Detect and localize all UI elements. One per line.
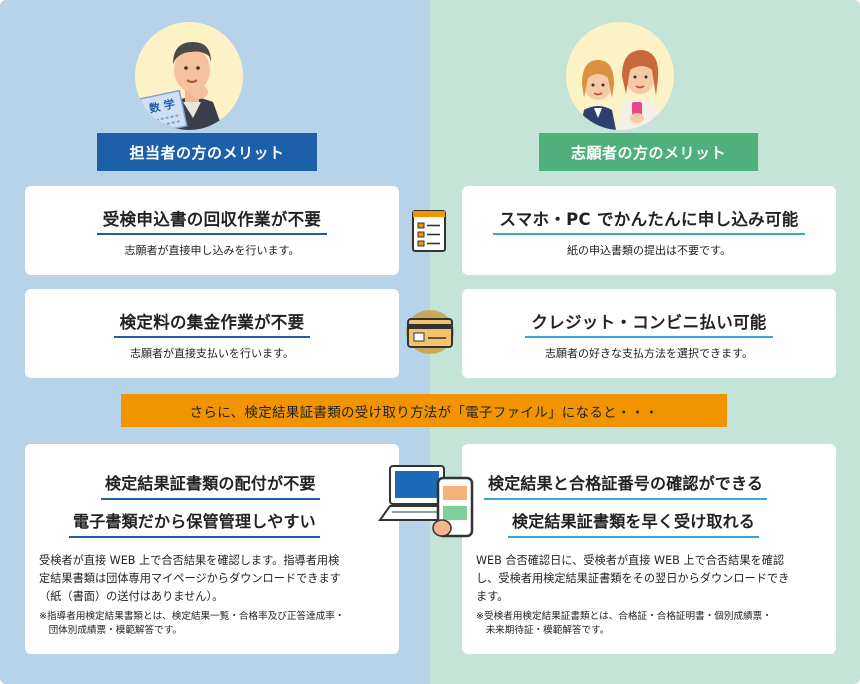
teacher-result-card: 検定結果証書類の配付が不要 電子書類だから保管管理しやすい 受検者が直接 WEB… [25, 444, 399, 654]
result-title-1: 検定結果証書類の配付が不要 [101, 470, 320, 500]
application-form-icon [410, 208, 448, 254]
card-subtitle: 紙の申込書類の提出は不要です。 [567, 244, 731, 257]
electronic-file-banner: さらに、検定結果証書類の受け取り方法が「電子ファイル」になると・・・ [121, 394, 727, 427]
applicant-result-card: 検定結果と合格証番号の確認ができる 検定結果証書類を早く受け取れる WEB 合否… [462, 444, 836, 654]
card-title: クレジット・コンビニ払い可能 [525, 309, 773, 338]
result-title-1: 検定結果と合格証番号の確認ができる [484, 470, 768, 500]
card-subtitle: 志願者の好きな支払方法を選択できます。 [545, 347, 753, 360]
result-body: 受検者が直接 WEB 上で合否結果を確認します。指導者用検 定結果書類は団体専用… [39, 554, 341, 603]
result-body: WEB 合否確認日に、受検者が直接 WEB 上で合否結果を確認 し、受検者用検定… [476, 554, 790, 603]
merit-card-fee-collection: 検定料の集金作業が不要 志願者が直接支払いを行います。 [25, 289, 399, 378]
result-title-2: 電子書類だから保管管理しやすい [69, 508, 320, 538]
merit-card-collection: 受検申込書の回収作業が不要 志願者が直接申し込みを行います。 [25, 186, 399, 275]
result-note: ※受検者用検定結果証書類とは、合格証・合格証明書・個別成績票・ 未来期待証・模範… [476, 611, 772, 636]
result-title-2: 検定結果証書類を早く受け取れる [508, 508, 760, 538]
teacher-icon: 数 学 [135, 22, 243, 130]
card-subtitle: 志願者が直接支払いを行います。 [130, 347, 294, 360]
applicant-merit-label: 志願者の方のメリット [539, 133, 758, 171]
card-title: 受検申込書の回収作業が不要 [96, 206, 328, 235]
merit-card-online-application: スマホ・PC でかんたんに申し込み可能 紙の申込書類の提出は不要です。 [462, 186, 836, 275]
students-icon [566, 22, 674, 130]
merit-card-payment: クレジット・コンビニ払い可能 志願者の好きな支払方法を選択できます。 [462, 289, 836, 378]
laptop-smartphone-icon [376, 462, 480, 542]
credit-card-icon [400, 307, 460, 357]
card-subtitle: 志願者が直接申し込みを行います。 [124, 244, 300, 257]
result-note: ※指導者用検定結果書類とは、検定結果一覧・合格率及び正答達成率・ 団体別成績票・… [39, 611, 345, 636]
teacher-merit-label: 担当者の方のメリット [97, 133, 317, 171]
card-title: スマホ・PC でかんたんに申し込み可能 [493, 206, 805, 235]
card-title: 検定料の集金作業が不要 [113, 309, 311, 338]
